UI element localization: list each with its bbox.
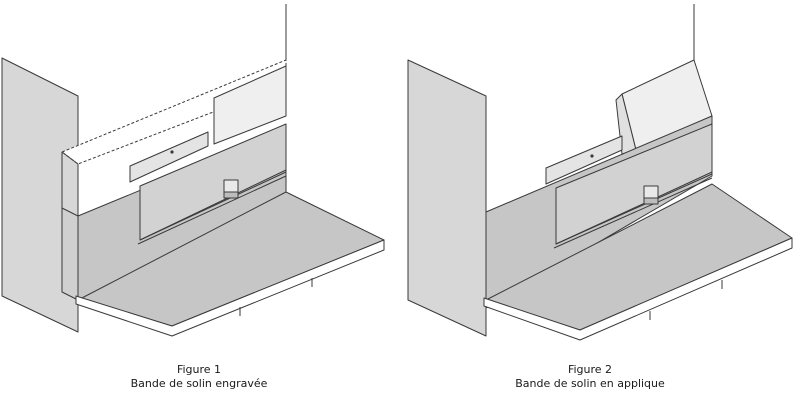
figure-1-clip xyxy=(223,179,239,193)
figure-1-fastener xyxy=(170,150,174,154)
figure-1-counter-flashing xyxy=(129,131,209,183)
figure-1-flashing-apron xyxy=(139,123,287,241)
figure-2-drawing xyxy=(407,4,793,341)
figure-2-clip xyxy=(643,185,659,199)
figure-2-caption: Figure 2 Bande de solin en applique xyxy=(440,363,740,391)
figure-2-title: Bande de solin en applique xyxy=(515,377,665,390)
figure-2-paver-edge xyxy=(483,237,793,341)
figure-1-title: Bande de solin engravée xyxy=(130,377,268,390)
figure-1-paver-edge xyxy=(75,239,385,337)
figure-1-upper-wall-face xyxy=(213,65,287,145)
figure-1-side-wall xyxy=(1,57,79,333)
figure-1-inner-wall xyxy=(61,207,79,301)
figure-1-drawing xyxy=(1,4,385,337)
figure-2-counter-flashing xyxy=(545,135,623,185)
figure-2-flashing-apron xyxy=(555,123,713,245)
figure-2-side-wall xyxy=(407,59,487,337)
figure-2-number: Figure 2 xyxy=(567,363,613,376)
figure-1-caption: Figure 1 Bande de solin engravée xyxy=(49,363,349,391)
figure-2-fastener xyxy=(590,154,594,158)
figure-1-number: Figure 1 xyxy=(176,363,222,376)
